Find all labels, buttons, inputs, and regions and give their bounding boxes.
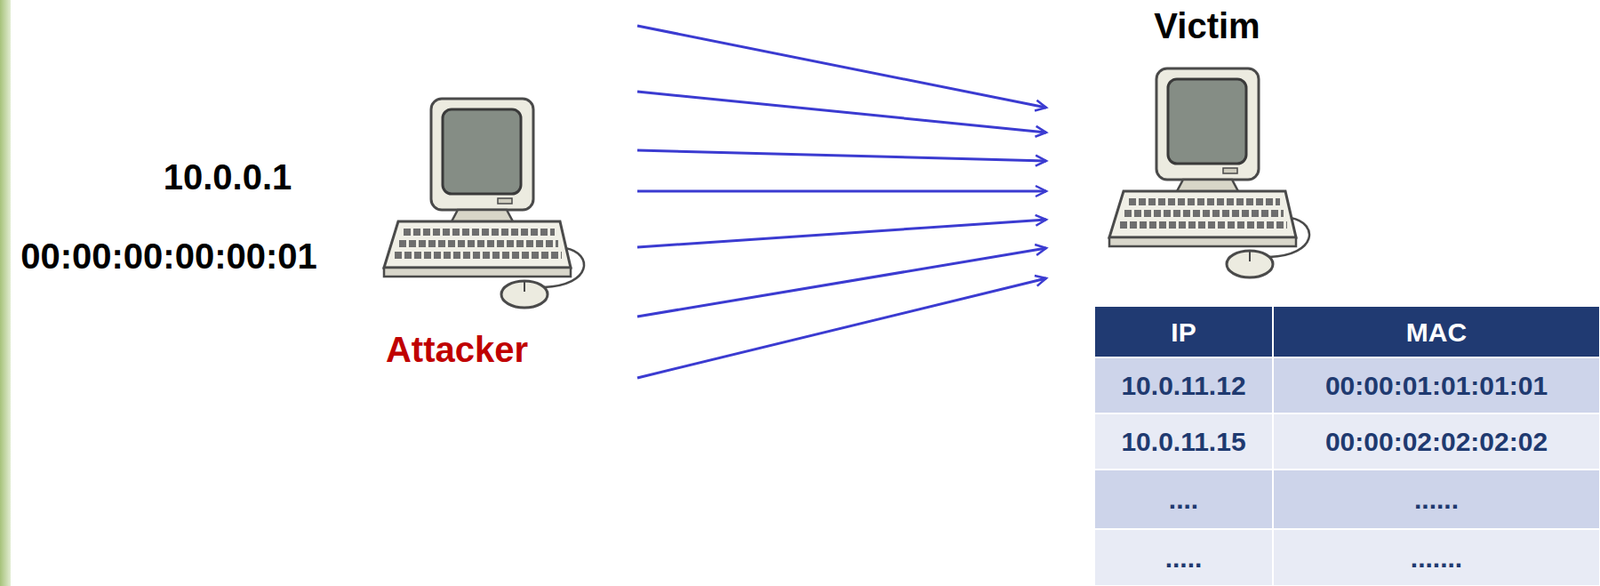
table-cell: ...... [1272,469,1600,529]
table-cell: 00:00:01:01:01:01 [1272,357,1600,414]
table-cell: IP [1094,305,1273,358]
arrow-connector [637,219,1047,248]
table-cell: MAC [1272,305,1600,358]
node-title: Attacker [385,329,528,369]
table-value: .... [1168,484,1199,514]
table-value: 10.0.11.12 [1120,370,1246,400]
arrow-connector [637,190,1047,193]
arrow-connector [637,25,1047,108]
side-strip [0,0,11,586]
arrow-connector [637,278,1047,378]
computer-node: 10.0.0.1 00:00:00:00:00:01Attacker [10,17,638,392]
table-value: ....... [1410,543,1463,573]
table-value: ...... [1414,484,1459,514]
table-cell: ....... [1272,528,1600,586]
table-cell: ..... [1094,528,1273,586]
table-value: 00:00:02:02:02:02 [1325,426,1548,456]
arrow-connector [637,248,1047,317]
table-value: ..... [1165,543,1203,573]
table-header: MAC [1406,317,1467,347]
ip-address: 10.0.0.1 [163,157,293,197]
table-cell: 00:00:02:02:02:02 [1272,413,1600,470]
node-title: Victim [1153,6,1260,46]
arrow-connector [637,150,1047,161]
arrow-connector [637,91,1047,133]
table-cell: 10.0.11.15 [1094,413,1273,470]
arp-table: IP MAC 10.0.11.12 00:00:01:01:01:01 10.0.11.… [1094,305,1600,586]
table-value: 00:00:01:01:01:01 [1325,370,1548,400]
computer-icon [1109,68,1310,278]
table-header: IP [1170,317,1196,347]
table-cell: 10.0.11.12 [1094,357,1273,414]
table-cell: .... [1094,469,1273,529]
computer-icon [384,98,584,308]
computer-node: Victim [1046,3,1340,303]
mac-address: 00:00:00:00:00:01 [20,236,318,276]
table-value: 10.0.11.15 [1120,426,1246,456]
